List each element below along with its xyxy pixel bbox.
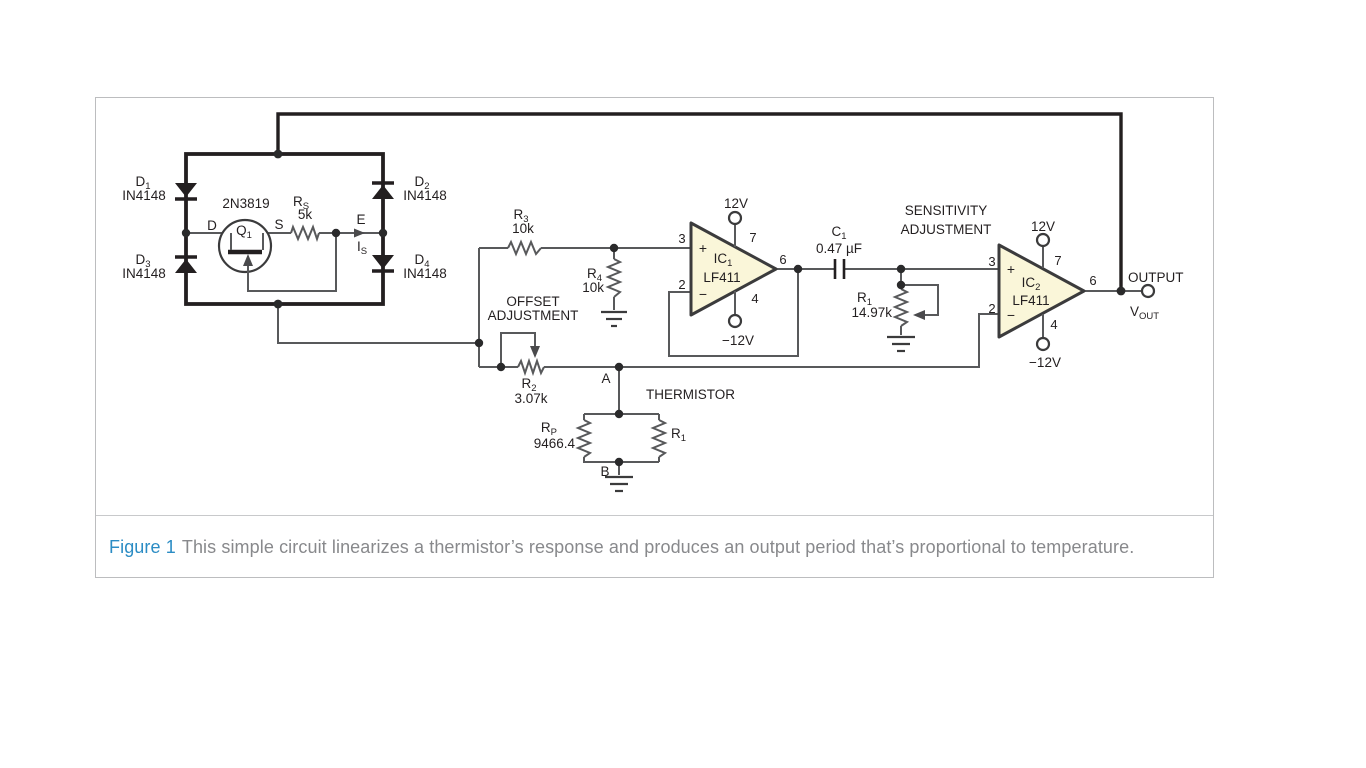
label-d3-part: IN4148: [122, 266, 166, 281]
ic1-pin7: 7: [749, 230, 756, 245]
diode-d4: [372, 255, 394, 273]
r2-wiper-arrow-icon: [530, 346, 540, 358]
ic2-minus: −: [1007, 307, 1015, 323]
gate-arrow-icon: [243, 254, 253, 266]
jfet-q1: [217, 218, 273, 291]
ic1-minus: −: [699, 286, 707, 302]
ic2-pos-supply-label: 12V: [1031, 219, 1055, 234]
ic1-pin3: 3: [678, 231, 685, 246]
ground-symbol-thermistor: [605, 475, 633, 493]
ic2-pin6: 6: [1089, 273, 1096, 288]
label-d1-part: IN4148: [122, 188, 166, 203]
terminal-pos-supply-ic1: [727, 210, 743, 226]
label-rs: RS: [293, 194, 309, 212]
label-rs-value: 5k: [298, 207, 313, 222]
ic1-pos-supply-label: 12V: [724, 196, 748, 211]
label-drain: D: [207, 218, 217, 233]
ic1-pin2: 2: [678, 277, 685, 292]
label-r4-value: 10k: [582, 280, 604, 295]
ic2-pin4: 4: [1050, 317, 1057, 332]
label-sensitivity-2: ADJUSTMENT: [901, 222, 992, 237]
ground-symbol-r1: [887, 335, 915, 353]
label-d3: D3: [135, 252, 150, 270]
label-q1: Q1: [236, 223, 252, 241]
diode-d3: [175, 255, 197, 273]
junction-dots: [181, 149, 1126, 467]
label-rp: RP: [541, 420, 557, 438]
label-r2: R2: [521, 376, 536, 394]
label-r2-value: 3.07k: [514, 391, 547, 406]
ic1-pin6: 6: [779, 252, 786, 267]
capacitor-c1: [833, 259, 846, 279]
figure-caption: Figure 1 This simple circuit linearizes …: [96, 515, 1213, 578]
label-d4: D4: [414, 252, 429, 270]
output-terminal: [1140, 283, 1156, 299]
label-output: OUTPUT: [1128, 270, 1184, 285]
figure-caption-label: Figure 1: [109, 536, 176, 557]
label-source: S: [274, 217, 283, 232]
opamp-ic1: [689, 221, 778, 317]
figure-panel: D1 IN4148 D2 IN4148 D3 IN4148 D4 IN4148 …: [95, 97, 1214, 578]
label-d2: D2: [414, 174, 429, 192]
label-q1-part: 2N3819: [222, 196, 269, 211]
label-d2-part: IN4148: [403, 188, 447, 203]
ic2-neg-supply-label: −12V: [1029, 355, 1061, 370]
label-rp-value: 9466.4: [534, 436, 576, 451]
label-is: IS: [357, 239, 367, 257]
opamp-ic2: [997, 243, 1086, 339]
label-r4: R4: [587, 266, 602, 284]
ic1-pin4: 4: [751, 291, 758, 306]
label-offset-1: OFFSET: [506, 294, 559, 309]
terminal-neg-supply-ic2: [1035, 336, 1051, 352]
label-offset-2: ADJUSTMENT: [488, 308, 579, 323]
r1-wiper-arrow-icon: [913, 310, 925, 320]
ic2-plus: +: [1007, 261, 1015, 277]
terminal-pos-supply-ic2: [1035, 232, 1051, 248]
label-rt: R1: [671, 426, 686, 444]
ground-symbol-r4: [601, 310, 627, 328]
diode-d2: [372, 181, 394, 199]
ic2-pin3: 3: [988, 254, 995, 269]
circuit-diagram: D1 IN4148 D2 IN4148 D3 IN4148 D4 IN4148 …: [122, 112, 1184, 493]
ic1-neg-supply-label: −12V: [722, 333, 754, 348]
ic1-ref: IC1: [714, 251, 733, 269]
label-r3-value: 10k: [512, 221, 534, 236]
label-vout: VOUT: [1130, 304, 1159, 322]
label-thermistor: THERMISTOR: [646, 387, 735, 402]
label-d1: D1: [135, 174, 150, 192]
label-r1-value: 14.97k: [851, 305, 892, 320]
ic2-pin2: 2: [988, 301, 995, 316]
current-arrow-icon: [354, 228, 365, 238]
label-r1: R1: [857, 290, 872, 308]
ic2-pin7: 7: [1054, 253, 1061, 268]
figure-caption-text: This simple circuit linearizes a thermis…: [181, 536, 1135, 557]
supply-wires: [734, 224, 1044, 338]
ic2-part: LF411: [1012, 293, 1049, 308]
label-sensitivity-1: SENSITIVITY: [905, 203, 988, 218]
terminal-neg-supply-ic1: [727, 313, 743, 329]
label-node-b: B: [600, 464, 609, 479]
label-node-a: A: [601, 371, 610, 386]
label-c1-value: 0.47 µF: [816, 241, 862, 256]
label-r3: R3: [513, 207, 528, 225]
label-node-e: E: [356, 212, 365, 227]
ic1-part: LF411: [703, 270, 740, 285]
ic2-ref: IC2: [1022, 275, 1041, 293]
diode-d1: [175, 183, 197, 201]
ic1-plus: +: [699, 240, 707, 256]
label-d4-part: IN4148: [403, 266, 447, 281]
label-c1: C1: [831, 224, 846, 242]
